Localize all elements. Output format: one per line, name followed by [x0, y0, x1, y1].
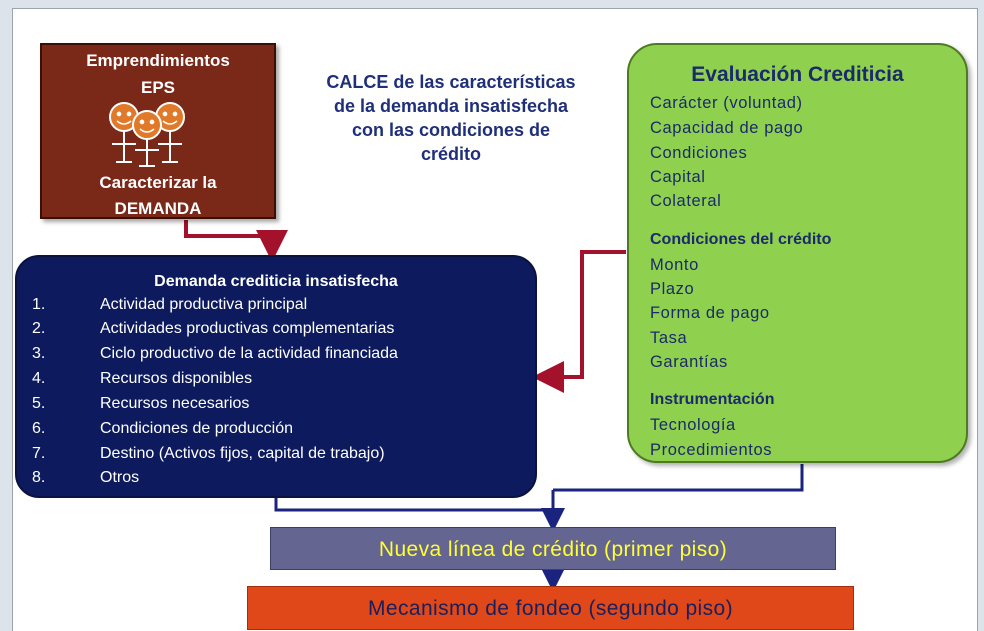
condiciones-item: Monto — [650, 256, 699, 274]
instrumentacion-item: Procedimientos — [650, 441, 773, 459]
calce-line4: crédito — [420, 144, 481, 164]
mecanismo-fondeo-box: Mecanismo de fondeo (segundo piso) — [247, 586, 854, 630]
line-evaluacion-to-merge — [553, 464, 804, 492]
eps-subtitle: EPS — [140, 78, 176, 97]
item-text: Recursos necesarios — [100, 395, 250, 412]
item-number: 1. — [32, 296, 46, 313]
condiciones-item: Plazo — [650, 280, 695, 298]
people-group-icon — [109, 102, 185, 167]
demanda-title: Demanda crediticia insatisfecha — [154, 273, 398, 290]
line-demanda-to-merge — [274, 498, 553, 512]
eps-box: Emprendimientos EPS Caracterizar la DEMA… — [40, 43, 276, 219]
condiciones-item: Forma de pago — [650, 304, 770, 322]
item-number: 5. — [32, 395, 46, 412]
item-text: Recursos disponibles — [100, 370, 253, 387]
instrumentacion-item: Tecnología — [650, 416, 736, 434]
evaluacion-item: Capital — [650, 168, 706, 186]
arrow-evaluacion-to-demanda — [532, 250, 626, 393]
item-text: Otros — [100, 469, 140, 486]
evaluacion-item: Colateral — [650, 192, 722, 210]
item-text: Destino (Activos fijos, capital de traba… — [100, 445, 385, 462]
eps-caption-line2: DEMANDA — [114, 199, 202, 218]
item-text: Actividades productivas complementarias — [100, 320, 395, 337]
condiciones-item: Garantías — [650, 353, 728, 371]
condiciones-title: Condiciones del crédito — [650, 231, 832, 248]
item-number: 7. — [32, 445, 46, 462]
condiciones-item: Tasa — [650, 329, 688, 347]
calce-line1: CALCE de las características — [326, 72, 576, 92]
eps-caption-line1: Caracterizar la — [99, 173, 217, 192]
item-number: 3. — [32, 345, 46, 362]
item-text: Actividad productiva principal — [100, 296, 308, 313]
calce-line3: con las condiciones de — [351, 120, 551, 140]
item-text: Condiciones de producción — [100, 420, 294, 437]
item-number: 4. — [32, 370, 46, 387]
evaluacion-item: Capacidad de pago — [650, 119, 804, 137]
arrow-eps-to-demanda — [184, 220, 288, 262]
evaluacion-item: Condiciones — [650, 144, 748, 162]
item-number: 2. — [32, 320, 46, 337]
evaluacion-title: Evaluación Crediticia — [691, 63, 904, 86]
calce-line2: de la demanda insatisfecha — [333, 96, 569, 116]
evaluacion-item: Carácter (voluntad) — [650, 94, 803, 112]
item-number: 8. — [32, 469, 46, 486]
item-text: Ciclo productivo de la actividad financi… — [100, 345, 398, 362]
demanda-box: Demanda crediticia insatisfecha 1. Activ… — [15, 255, 537, 498]
instrumentacion-title: Instrumentación — [650, 391, 775, 408]
eps-title: Emprendimientos — [86, 51, 230, 70]
evaluacion-box: Evaluación Crediticia Carácter (voluntad… — [627, 43, 968, 463]
calce-text: CALCE de las características de la deman… — [292, 70, 610, 166]
item-number: 6. — [32, 420, 46, 437]
nueva-linea-box: Nueva línea de crédito (primer piso) — [270, 527, 836, 570]
